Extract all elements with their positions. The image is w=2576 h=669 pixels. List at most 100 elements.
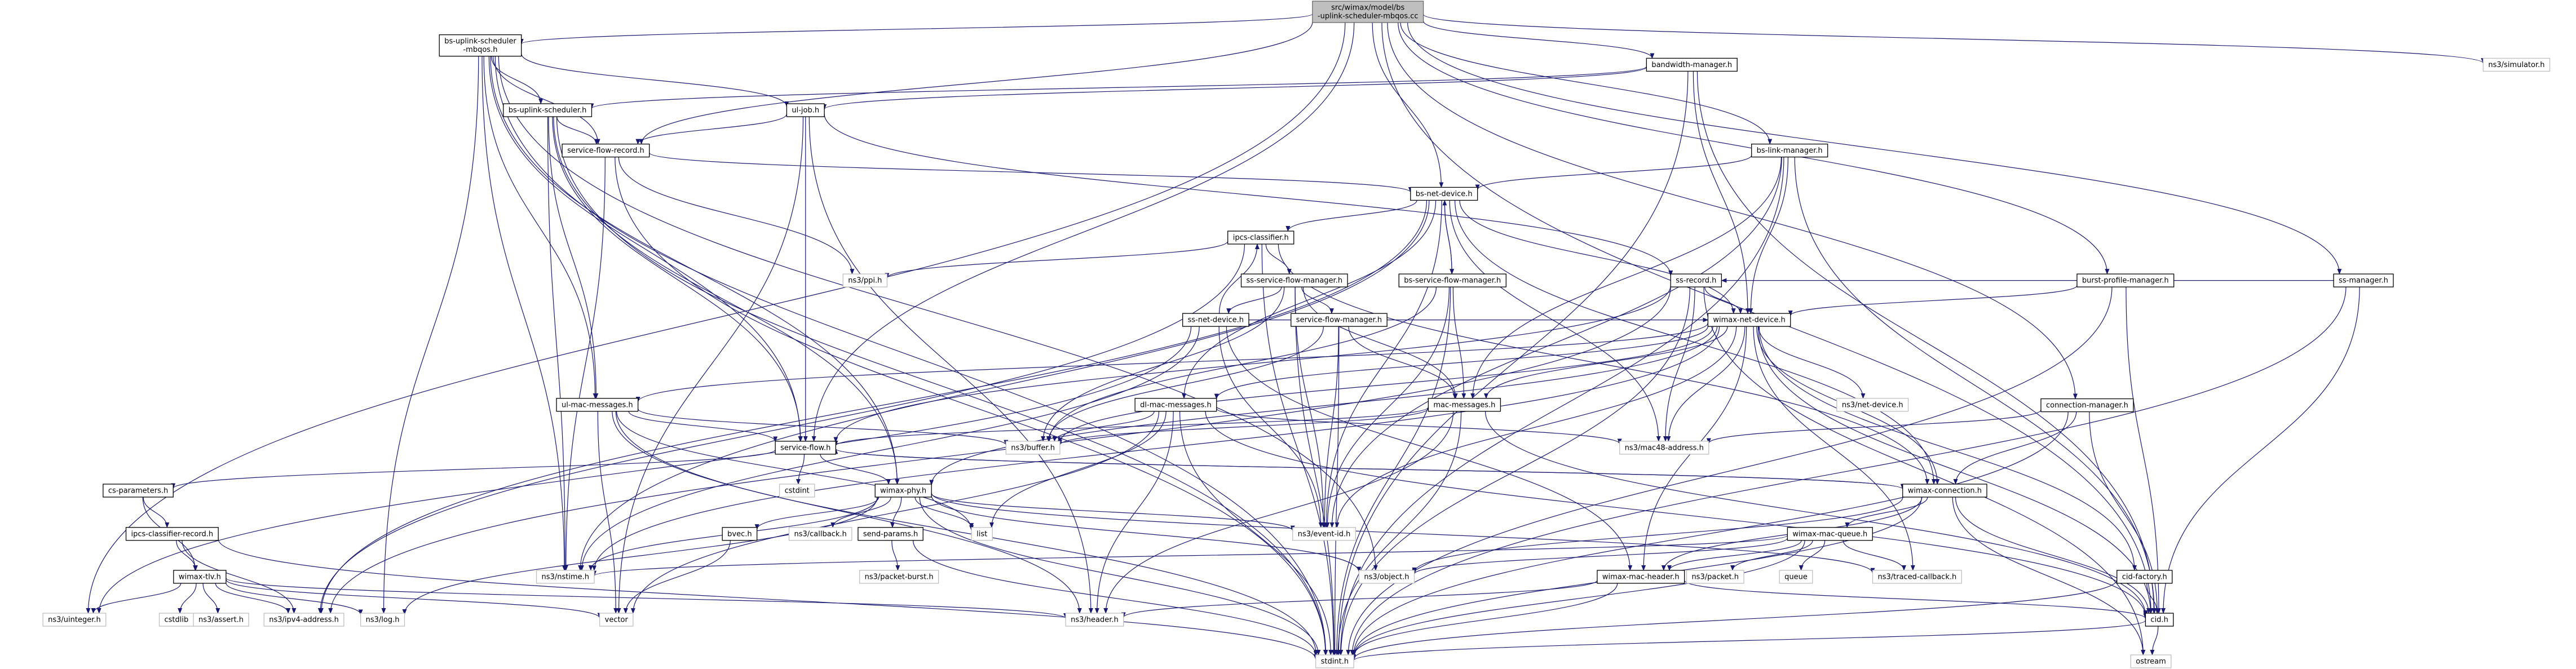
edge-send-params-h-to-stdint-h	[913, 540, 1318, 657]
node-cstdint: cstdint	[779, 484, 815, 498]
node-wimax-tlv-h[interactable]: wimax-tlv.h	[173, 570, 227, 584]
edge-ss-net-device-h-to-ns3-uinteger-h	[96, 326, 1192, 614]
node-ss-service-flow-manager-h[interactable]: ss-service-flow-manager.h	[1240, 273, 1348, 287]
edge-wimax-phy-h-to-send-params-h	[890, 497, 902, 528]
node-dl-mac-messages-h[interactable]: dl-mac-messages.h	[1134, 398, 1217, 412]
node-label: service-flow-record.h	[567, 147, 644, 155]
edge-ss-service-flow-manager-h-to-service-flow-manager-h	[1301, 287, 1334, 314]
node-box	[1410, 187, 1478, 201]
node-label: ipcs-classifier-record.h	[131, 530, 214, 538]
edge-burst-profile-manager-h-to-cid-h	[2126, 287, 2161, 614]
edge-ul-job-h-to-service-flow-record-h	[635, 114, 787, 145]
node-ns3-log-h: ns3/log.h	[360, 613, 405, 627]
node-cid-factory-h[interactable]: cid-factory.h	[2117, 570, 2173, 584]
node-label: ns3/nstime.h	[542, 573, 589, 581]
node-label: bandwidth-manager.h	[1651, 61, 1732, 69]
node-cid-h[interactable]: cid.h	[2145, 613, 2174, 627]
edge-wimax-connection-h-to-ostream	[1952, 497, 2146, 655]
node-bs-service-flow-manager-h[interactable]: bs-service-flow-manager.h	[1398, 273, 1506, 287]
node-wimax-net-device-h[interactable]: wimax-net-device.h	[1707, 313, 1791, 327]
edge-bs-link-manager-h-to-bs-net-device-h	[1475, 155, 1752, 190]
node-wimax-phy-h[interactable]: wimax-phy.h	[874, 484, 932, 498]
node-connection-manager-h[interactable]: connection-manager.h	[2040, 398, 2134, 413]
node-ul-job-h[interactable]: ul-job.h	[786, 103, 825, 117]
edge-bs-link-manager-h-to-stdint-h	[1338, 157, 1784, 655]
node-box	[1182, 313, 1249, 327]
node-box	[1428, 398, 1501, 412]
node-ns3-header-h: ns3/header.h	[1065, 613, 1124, 627]
node-root[interactable]: src/wimax/model/bs-uplink-scheduler-mbqo…	[1312, 1, 1424, 23]
edge-bs-uplink-sched-mbqos-h-to-ns3-object-h	[498, 56, 1378, 571]
node-ns3-simulator-h: ns3/simulator.h	[2482, 57, 2551, 72]
node-wimax-mac-queue-h[interactable]: wimax-mac-queue.h	[1787, 527, 1873, 541]
edge-bs-net-device-h-to-ns3-nstime-h	[578, 200, 1430, 571]
edge-bs-uplink-scheduler-h-to-stdint-h	[556, 117, 1328, 655]
node-box	[125, 527, 219, 541]
node-wimax-mac-header-h[interactable]: wimax-mac-header.h	[1597, 570, 1685, 584]
node-label: vector	[605, 615, 629, 624]
node-bs-net-device-h[interactable]: bs-net-device.h	[1410, 187, 1478, 201]
node-mac-messages-h[interactable]: mac-messages.h	[1428, 398, 1501, 412]
node-ss-manager-h[interactable]: ss-manager.h	[2333, 273, 2394, 287]
node-label: send-params.h	[863, 530, 918, 538]
edge-wimax-net-device-h-to-ns3-mac48-address-h	[1666, 326, 1746, 442]
node-label: ns3/buffer.h	[1011, 444, 1055, 452]
node-ss-net-device-h[interactable]: ss-net-device.h	[1182, 313, 1249, 327]
edge-bs-uplink-sched-mbqos-h-to-ns3-log-h	[381, 56, 479, 614]
edge-root-to-bs-net-device-h	[1372, 22, 1444, 188]
edge-ss-manager-h-to-stdint-h	[1350, 287, 2347, 655]
node-label: src/wimax/model/bs	[1331, 4, 1404, 12]
node-label: wimax-net-device.h	[1713, 316, 1785, 325]
node-send-params-h[interactable]: send-params.h	[858, 527, 924, 541]
node-box	[1227, 231, 1294, 245]
edge-service-flow-manager-h-to-ns3-event-id-h	[1322, 326, 1339, 528]
node-label: bvec.h	[727, 530, 752, 538]
edges-layer	[86, 14, 2485, 661]
node-service-flow-h[interactable]: service-flow.h	[775, 441, 837, 455]
node-label: wimax-tlv.h	[179, 573, 221, 581]
node-box	[1597, 570, 1685, 584]
node-box	[842, 273, 888, 287]
edge-wimax-net-device-h-to-ul-mac-messages-h	[635, 322, 1708, 402]
node-bandwidth-manager-h[interactable]: bandwidth-manager.h	[1646, 57, 1738, 72]
node-box	[360, 613, 405, 627]
edge-ipcs-classifier-h-to-ns3-ppi-h	[885, 241, 1229, 279]
edge-bs-net-device-h-to-ipcs-classifier-h	[1285, 200, 1417, 232]
edge-wimax-phy-h-to-ns3-callback-h	[830, 497, 891, 528]
node-bs-uplink-sched-mbqos-h[interactable]: bs-uplink-scheduler-mbqos.h	[439, 34, 522, 57]
edge-wimax-net-device-h-to-ns3-net-device-h	[1758, 326, 1866, 399]
node-cs-parameters-h[interactable]: cs-parameters.h	[103, 484, 174, 498]
edge-ul-mac-messages-h-to-list	[616, 411, 974, 531]
edge-wimax-net-device-h-to-cid-factory-h	[1758, 326, 2137, 571]
edge-ss-record-h-to-stdint-h	[1338, 287, 1690, 655]
edge-wimax-phy-h-to-ns3-object-h	[931, 495, 1362, 573]
edge-bs-service-flow-manager-h-to-bs-net-device-h	[1442, 200, 1452, 274]
edge-bs-uplink-scheduler-h-to-ns3-nstime-h	[547, 117, 568, 571]
node-ipcs-classifier-h[interactable]: ipcs-classifier.h	[1227, 231, 1294, 245]
node-label: wimax-phy.h	[880, 486, 926, 495]
node-service-flow-manager-h[interactable]: service-flow-manager.h	[1291, 313, 1388, 327]
edge-send-params-h-to-ns3-packet-burst-h	[891, 540, 900, 571]
node-service-flow-record-h[interactable]: service-flow-record.h	[562, 143, 650, 158]
edge-mac-messages-h-to-ns3-buffer-h	[1058, 408, 1429, 446]
node-box	[173, 570, 227, 584]
node-wimax-connection-h[interactable]: wimax-connection.h	[1902, 484, 1987, 498]
node-label: bs-net-device.h	[1416, 190, 1473, 198]
edge-wimax-net-device-h-to-ns3-buffer-h	[1058, 326, 1713, 444]
edge-ss-record-h-to-service-flow-h	[833, 285, 1671, 443]
node-box	[2117, 570, 2173, 584]
node-ss-record-h[interactable]: ss-record.h	[1670, 273, 1722, 287]
node-bs-uplink-scheduler-h[interactable]: bs-uplink-scheduler.h	[503, 103, 593, 117]
node-box	[2130, 654, 2172, 668]
edge-bs-uplink-scheduler-h-to-service-flow-h	[552, 117, 803, 442]
node-label: ss-net-device.h	[1188, 316, 1244, 325]
node-burst-profile-manager-h[interactable]: burst-profile-manager.h	[2076, 273, 2175, 287]
node-ipcs-classifier-record-h[interactable]: ipcs-classifier-record.h	[125, 527, 219, 541]
node-bvec-h[interactable]: bvec.h	[722, 527, 758, 541]
node-ul-mac-messages-h[interactable]: ul-mac-messages.h	[556, 398, 639, 412]
node-label: ss-manager.h	[2339, 277, 2388, 285]
edge-bs-service-flow-manager-h-to-ns3-event-id-h	[1325, 287, 1450, 528]
edge-service-flow-h-to-cstdint	[796, 454, 805, 485]
node-bs-link-manager-h[interactable]: bs-link-manager.h	[1751, 143, 1828, 158]
edge-dl-mac-messages-h-to-list	[989, 411, 1167, 528]
